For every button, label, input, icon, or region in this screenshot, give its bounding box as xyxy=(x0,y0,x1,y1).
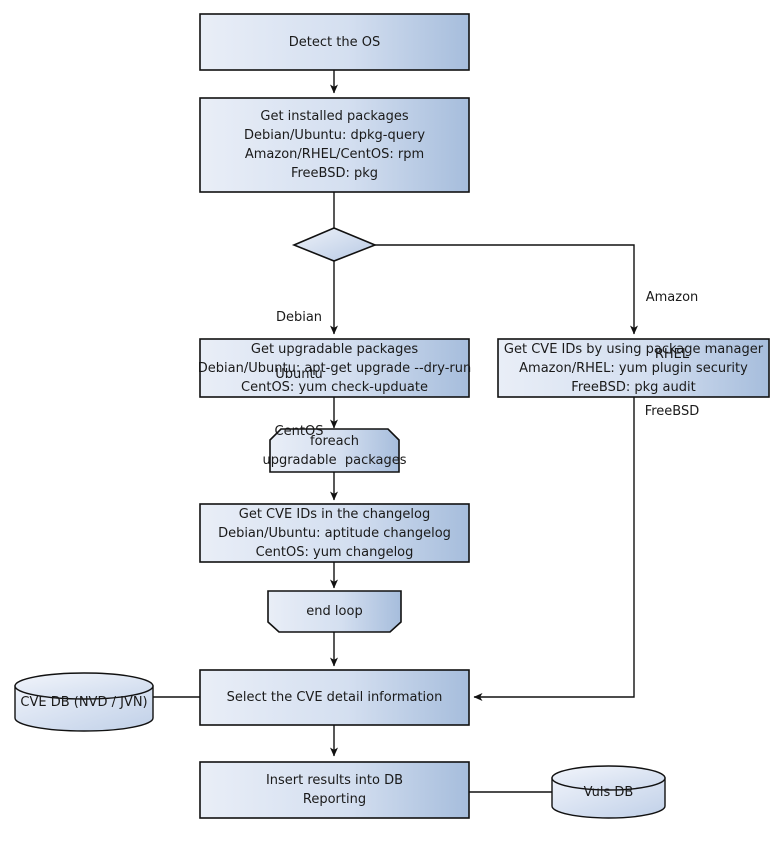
node-vuls-db xyxy=(551,765,666,819)
edge-label-line: FreeBSD xyxy=(644,404,700,419)
node-detect-os xyxy=(199,13,470,71)
edge-label-line: RHEL xyxy=(654,347,690,362)
node-select-cve-detail xyxy=(199,669,470,726)
node-foreach-loop-start xyxy=(269,428,400,473)
node-get-cve-ids-package-manager xyxy=(497,338,770,398)
edge-label-line: Ubuntu xyxy=(275,367,323,382)
node-cve-db xyxy=(14,672,154,732)
node-get-upgradable-packages xyxy=(199,338,470,398)
node-end-loop xyxy=(267,590,402,633)
node-insert-results xyxy=(199,761,470,819)
edge-label-branch-left: Debian Ubuntu CentOS xyxy=(270,270,328,479)
edge-label-line: Amazon xyxy=(645,290,699,305)
node-os-decision xyxy=(291,227,378,262)
node-get-installed-packages xyxy=(199,97,470,193)
edge-decision-right xyxy=(375,244,638,335)
edge-label-line: CentOS xyxy=(274,424,324,439)
edge-label-line: Debian xyxy=(275,310,323,325)
edge-rightbox-to-select xyxy=(473,397,635,701)
edge-label-branch-right: Amazon RHEL FreeBSD xyxy=(638,250,706,459)
node-get-cve-ids-changelog xyxy=(199,503,470,563)
